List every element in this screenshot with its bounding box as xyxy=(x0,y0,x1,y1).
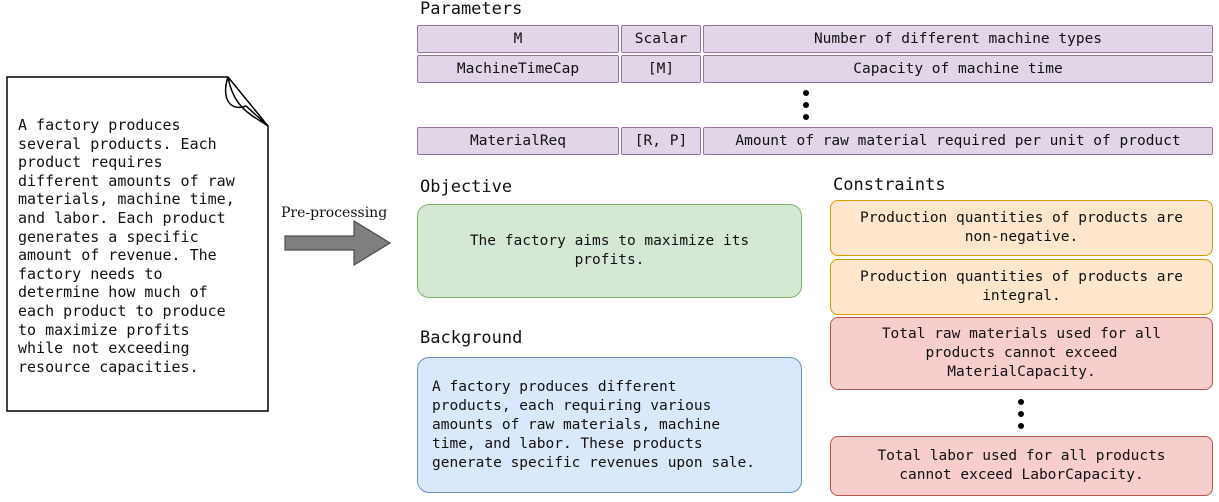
document-icon xyxy=(6,76,269,412)
right-arrow-icon xyxy=(284,219,392,267)
parameter-name: MachineTimeCap xyxy=(417,55,619,83)
parameter-description: Number of different machine types xyxy=(703,25,1213,53)
constraint-box: Production quantities of products are in… xyxy=(830,259,1213,315)
constraint-box: Total raw materials used for all product… xyxy=(830,317,1213,390)
parameter-name: M xyxy=(417,25,619,53)
parameter-row: MaterialReq [R, P] Amount of raw materia… xyxy=(417,127,1213,155)
constraint-box: Total labor used for all products cannot… xyxy=(830,436,1213,496)
preprocessing-label: Pre-processing xyxy=(281,205,388,221)
constraints-ellipsis-icon xyxy=(1016,399,1026,435)
objective-title: Objective xyxy=(420,177,513,197)
parameter-name: MaterialReq xyxy=(417,127,619,155)
parameters-ellipsis-icon xyxy=(801,90,811,126)
background-box: A factory produces different products, e… xyxy=(417,357,802,493)
parameter-shape: [R, P] xyxy=(621,127,701,155)
parameter-description: Amount of raw material required per unit… xyxy=(703,127,1213,155)
constraints-title: Constraints xyxy=(833,175,946,195)
parameter-shape: [M] xyxy=(621,55,701,83)
parameters-title: Parameters xyxy=(420,0,523,19)
background-title: Background xyxy=(420,328,523,348)
parameter-row: MachineTimeCap [M] Capacity of machine t… xyxy=(417,55,1213,83)
problem-description: A factory produces several products. Eac… xyxy=(18,116,235,376)
parameter-description: Capacity of machine time xyxy=(703,55,1213,83)
objective-box: The factory aims to maximize its profits… xyxy=(417,204,802,298)
parameter-row: M Scalar Number of different machine typ… xyxy=(417,25,1213,53)
constraint-box: Production quantities of products are no… xyxy=(830,200,1213,256)
parameter-shape: Scalar xyxy=(621,25,701,53)
